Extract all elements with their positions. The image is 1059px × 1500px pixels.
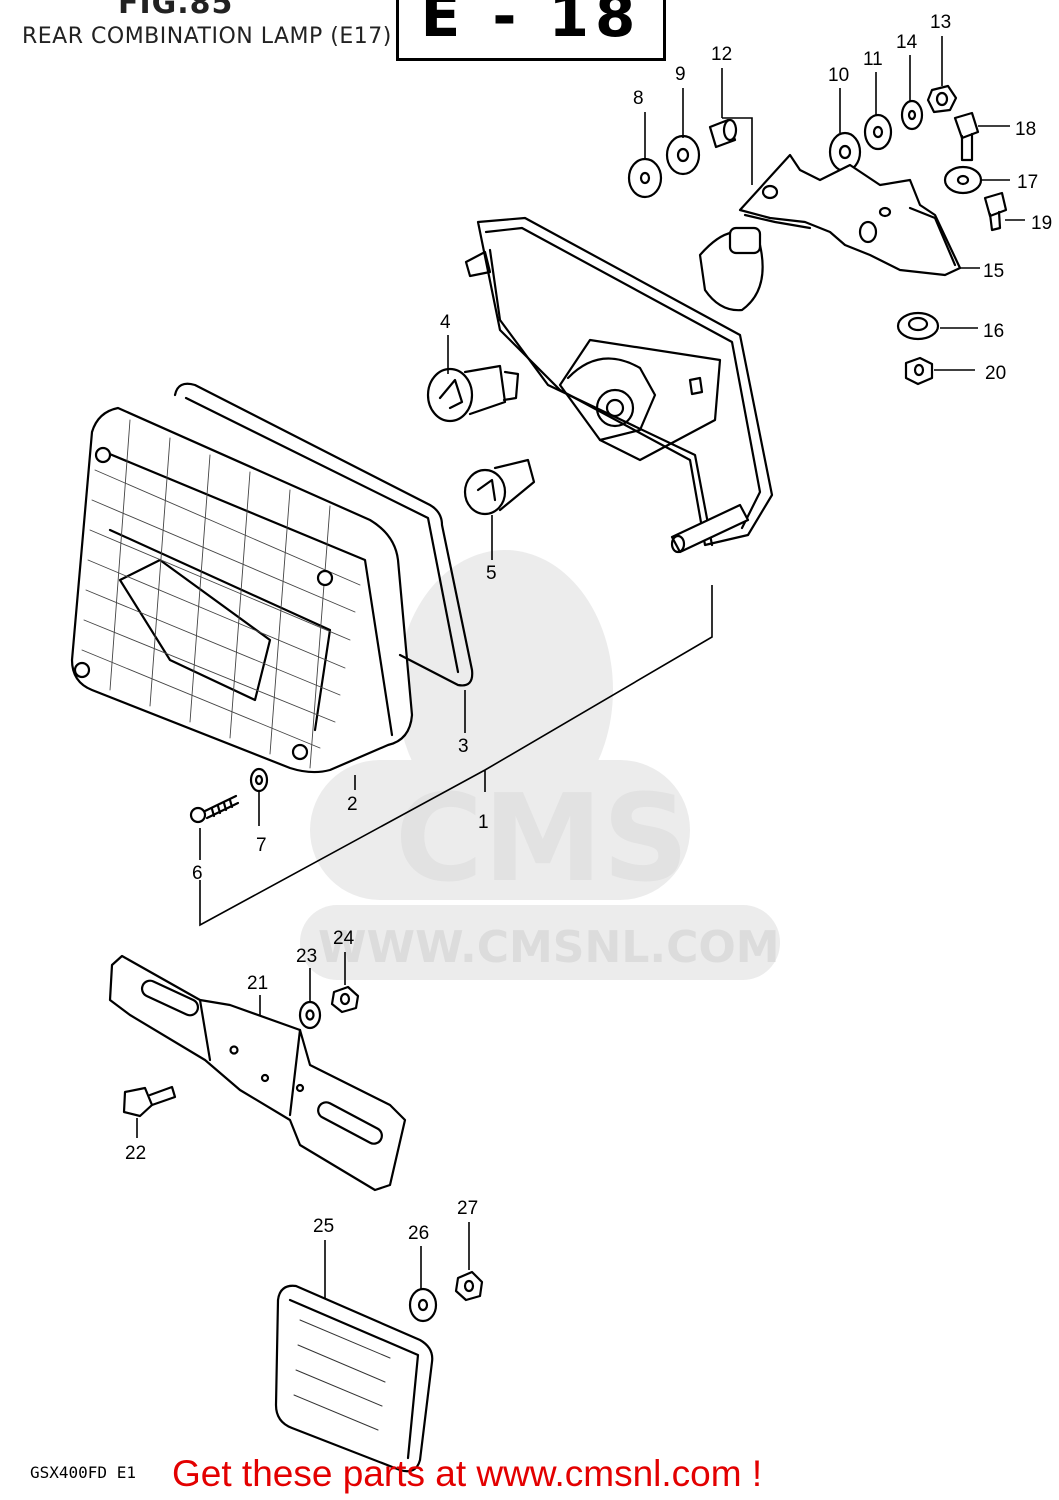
grommet <box>896 311 940 341</box>
screw <box>189 794 240 824</box>
bulb-license <box>463 458 536 516</box>
part-label: 2 <box>347 794 358 815</box>
figure-title: FIG.85 <box>118 0 234 21</box>
part-label: 3 <box>458 736 469 757</box>
part-label: 15 <box>983 261 1004 282</box>
part-label: 20 <box>985 363 1006 384</box>
part-label: 26 <box>408 1223 429 1244</box>
part-label: 6 <box>192 863 203 884</box>
lens <box>70 406 414 774</box>
bulb-stop-tail <box>426 364 520 423</box>
nut-20 <box>904 356 934 386</box>
section-plate: E - 18 <box>396 0 666 61</box>
washer-17 <box>943 165 983 195</box>
washer <box>249 767 269 793</box>
bolt-19 <box>983 191 1008 232</box>
part-label: 19 <box>1031 213 1052 234</box>
part-label: 11 <box>863 49 883 70</box>
part-label: 21 <box>247 973 268 994</box>
bolt-22 <box>122 1085 177 1118</box>
bracket <box>738 153 962 277</box>
part-label: 5 <box>486 563 497 584</box>
part-label: 12 <box>711 44 732 65</box>
parts-shop-link[interactable]: Get these parts at www.cmsnl.com ! <box>172 1453 763 1494</box>
part-label: 9 <box>675 64 686 85</box>
nut-27 <box>454 1270 484 1302</box>
part-label: 4 <box>440 312 451 333</box>
bolt-18 <box>953 111 980 162</box>
washer-14 <box>900 99 924 131</box>
part-label: 23 <box>296 946 317 967</box>
washer-9 <box>665 134 701 176</box>
part-label: 18 <box>1015 119 1036 140</box>
model-code: GSX400FD E1 <box>30 1463 136 1482</box>
diagram-subtitle: REAR COMBINATION LAMP (E17) <box>22 24 392 49</box>
part-labels: 1 2 3 4 5 6 7 8 9 10 11 12 13 14 15 16 1… <box>125 12 1052 1244</box>
washer-11 <box>863 113 893 151</box>
part-label: 17 <box>1017 172 1038 193</box>
part-label: 27 <box>457 1198 478 1219</box>
washer-26 <box>408 1287 438 1323</box>
washer-23 <box>298 1000 322 1030</box>
section-plate-label: E - 18 <box>420 0 642 50</box>
watermark-url: WWW.CMSNL.COM <box>318 922 780 973</box>
part-label: 22 <box>125 1143 146 1164</box>
part-label: 13 <box>930 12 951 33</box>
part-label: 24 <box>333 928 355 949</box>
washer-8 <box>627 157 663 199</box>
washer-10 <box>828 131 862 173</box>
part-label: 16 <box>983 321 1004 342</box>
leader-lines <box>136 36 1025 1298</box>
reflector <box>274 1284 434 1473</box>
nut-13 <box>926 84 958 114</box>
lamp-housing <box>464 216 774 554</box>
gasket <box>173 382 474 687</box>
watermark: CMS WWW.CMSNL.COM <box>300 550 780 980</box>
part-label: 1 <box>478 812 489 833</box>
part-label: 8 <box>633 88 644 109</box>
license-bracket <box>108 954 407 1192</box>
collar-12 <box>708 118 738 149</box>
part-label: 14 <box>896 32 918 53</box>
part-label: 7 <box>256 835 267 856</box>
part-label: 25 <box>313 1216 334 1237</box>
watermark-brand: CMS <box>395 770 689 909</box>
nut-24 <box>330 985 360 1014</box>
part-label: 10 <box>828 65 849 86</box>
